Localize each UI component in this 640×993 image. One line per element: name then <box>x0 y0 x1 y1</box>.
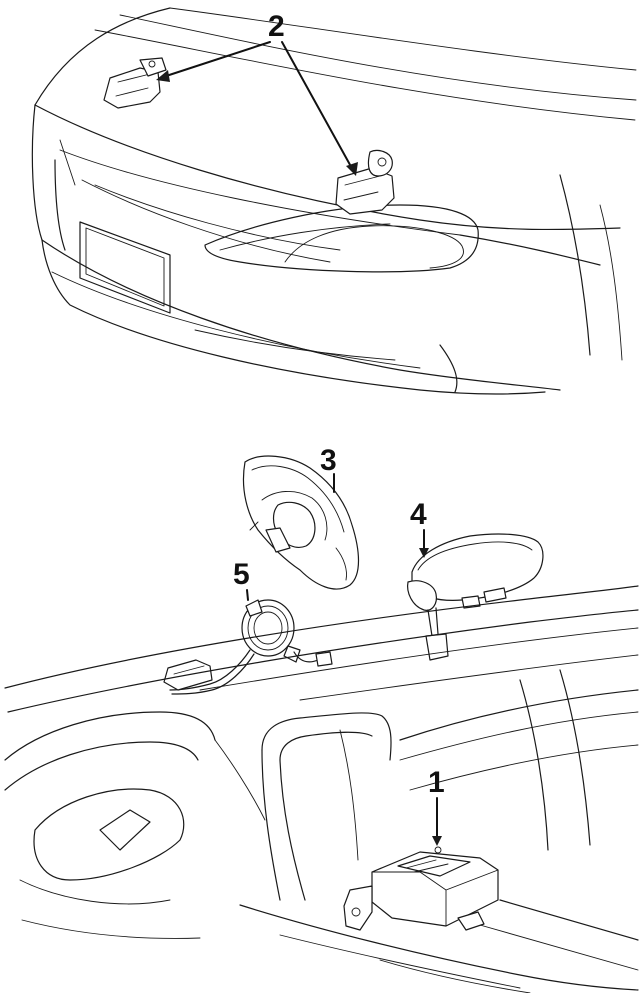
callout-label-4: 4 <box>410 498 427 531</box>
front-airbag-sensor-right <box>335 149 395 215</box>
callout-5: 5 <box>233 558 250 601</box>
driver-airbag-module <box>242 455 360 590</box>
vehicle-front-view <box>31 7 637 395</box>
callout-label-3: 3 <box>320 444 337 477</box>
instrument-panel <box>4 585 639 993</box>
callout-3: 3 <box>320 444 337 493</box>
callout-2: 2 <box>156 10 358 176</box>
callout-1: 1 <box>428 766 445 846</box>
airbag-sensor-control-module <box>343 846 499 931</box>
callout-label-1: 1 <box>428 766 445 799</box>
callout-4: 4 <box>410 498 429 558</box>
callout-label-5: 5 <box>233 558 250 591</box>
spiral-cable-clock-spring <box>163 599 333 695</box>
passenger-airbag-module <box>407 533 544 661</box>
callout-label-2: 2 <box>268 10 285 43</box>
front-airbag-sensor-left <box>103 57 167 109</box>
